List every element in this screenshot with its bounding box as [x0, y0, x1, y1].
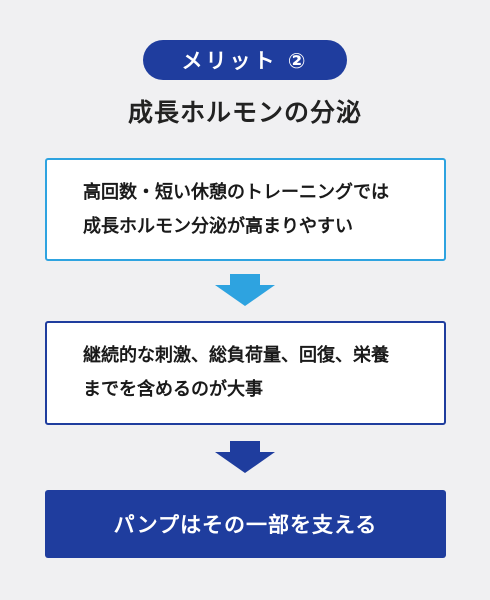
step-2-line-2: までを含めるのが大事: [83, 379, 263, 400]
step-box-2: 継続的な刺激、総負荷量、回復、栄養 までを含めるのが大事: [45, 321, 446, 425]
result-box: パンプはその一部を支える: [45, 490, 446, 558]
result-label: パンプはその一部を支える: [113, 513, 378, 537]
step-2-line-1: 継続的な刺激、総負荷量、回復、栄養: [83, 345, 389, 366]
step-box-1: 高回数・短い休憩のトレーニングでは 成長ホルモン分泌が高まりやすい: [45, 158, 446, 261]
down-arrow-icon: [215, 274, 275, 306]
step-1-line-2: 成長ホルモン分泌が高まりやすい: [83, 215, 353, 237]
merit-badge: メリット ②: [143, 40, 347, 80]
page-title: 成長ホルモンの分泌: [127, 98, 362, 127]
down-arrow-icon: [215, 441, 275, 473]
merit-badge-label: メリット ②: [181, 49, 309, 73]
step-1-line-1: 高回数・短い休憩のトレーニングでは: [83, 181, 389, 203]
